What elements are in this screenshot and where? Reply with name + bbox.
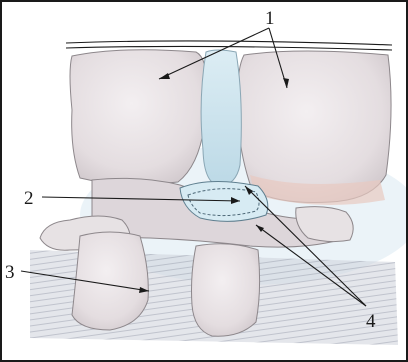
- callout-4: 4: [366, 311, 376, 332]
- callout-1: 1: [265, 8, 275, 29]
- vertebral-body-left: [70, 50, 207, 185]
- callout-3: 3: [5, 262, 15, 283]
- callout-2: 2: [24, 188, 34, 209]
- intervertebral-disc: [201, 50, 241, 186]
- spinous-process-right: [192, 244, 260, 336]
